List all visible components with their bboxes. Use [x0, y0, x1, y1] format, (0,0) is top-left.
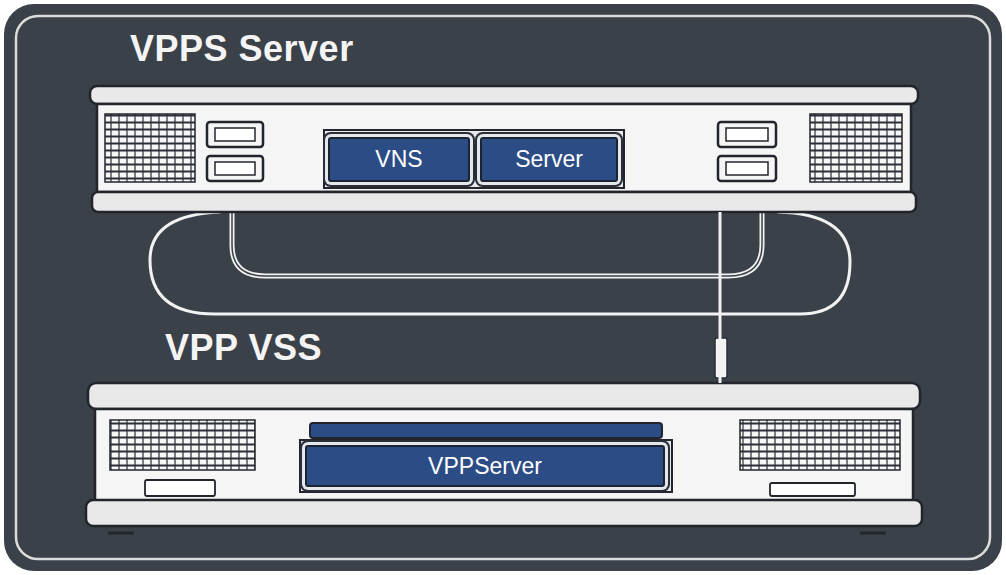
cable-connector	[719, 212, 722, 383]
unit-heading: VPP VSS	[165, 327, 322, 369]
top-server-chassis	[90, 86, 918, 212]
plate-label: VPPServer	[428, 453, 542, 480]
server-unit: VPP VSSVPPServer	[86, 383, 922, 526]
label-plate: Server	[480, 137, 618, 182]
label-plate: VNS	[328, 137, 470, 182]
bottom-server-chassis	[86, 383, 922, 533]
unit-heading: VPPS Server	[130, 28, 354, 70]
panel-frame	[16, 16, 990, 559]
cables	[150, 212, 850, 314]
label-plate: VPPServer	[305, 445, 665, 487]
server-unit: VPPS ServerVNSServer	[90, 86, 918, 212]
plate-label: VNS	[375, 146, 422, 173]
plate-label: Server	[515, 146, 583, 173]
background-panel	[4, 4, 1002, 571]
